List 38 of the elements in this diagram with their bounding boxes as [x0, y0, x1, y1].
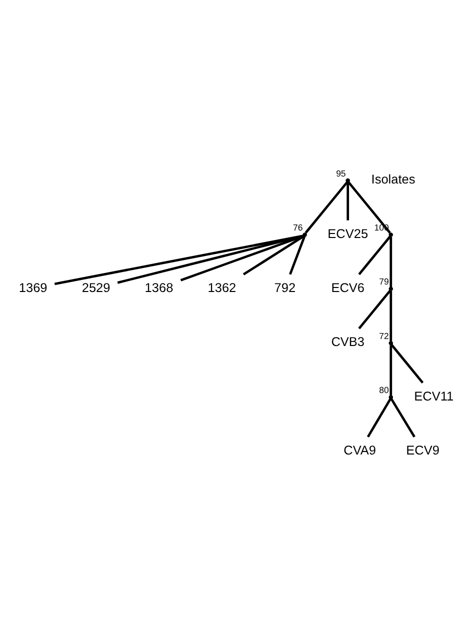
- connector: [54, 234, 304, 285]
- node-point: [388, 340, 393, 345]
- node-point: [388, 286, 393, 291]
- node-text: ECV9: [406, 442, 440, 457]
- node-label: 80: [379, 384, 389, 395]
- connector: [304, 180, 348, 234]
- node-text: 2529: [82, 279, 110, 294]
- connector: [346, 182, 350, 220]
- connector: [390, 344, 392, 395]
- connector: [390, 236, 392, 287]
- node-label: 95: [336, 168, 346, 178]
- node-point: [388, 394, 393, 399]
- node-text: ECV11: [414, 388, 454, 403]
- connector: [348, 180, 391, 234]
- node-point: [388, 232, 393, 236]
- connector: [390, 398, 416, 438]
- node-text: 792: [274, 279, 296, 294]
- connector: [242, 234, 304, 275]
- connector: [390, 290, 392, 341]
- node-point: [302, 232, 307, 236]
- connector: [358, 289, 392, 329]
- node-text: ECV25: [328, 225, 368, 240]
- node-text: 1362: [208, 279, 236, 294]
- connector: [366, 398, 392, 438]
- node-point: [346, 178, 350, 182]
- node-label: 79: [379, 276, 389, 286]
- connector: [117, 234, 304, 284]
- connector: [358, 235, 392, 275]
- node-text: ECV6: [331, 279, 365, 294]
- label: Isolates: [371, 171, 416, 186]
- node-text: CVB3: [331, 334, 365, 349]
- node-text: 1369: [18, 279, 48, 294]
- connector: [288, 236, 306, 274]
- connector: [390, 344, 424, 383]
- node-text: CVA9: [344, 442, 376, 457]
- node-label: 76: [293, 222, 303, 232]
- node-text: 1368: [144, 279, 174, 294]
- node-label: 72: [379, 330, 389, 340]
